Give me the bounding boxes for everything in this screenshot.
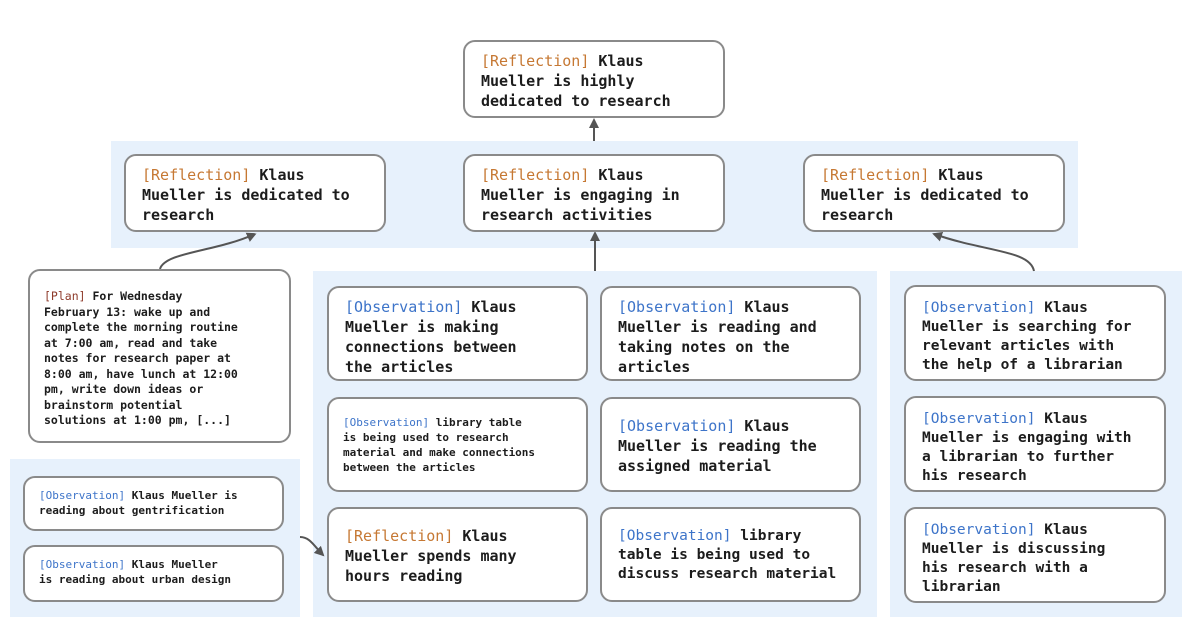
observation-reading-notes-node: [Observation] Klaus Mueller is reading a… — [600, 286, 861, 381]
node-text: Klaus Mueller is engaging in research ac… — [481, 166, 680, 224]
observation-engaging-librarian-node: [Observation] Klaus Mueller is engaging … — [904, 396, 1166, 492]
node-tag: [Reflection] — [345, 527, 454, 545]
node-text: Klaus Mueller is reading the assigned ma… — [618, 417, 817, 475]
node-text: Klaus Mueller is reading about gentrific… — [39, 489, 238, 517]
node-tag: [Observation] — [39, 489, 126, 502]
node-tag: [Observation] — [39, 558, 126, 571]
arrow-left-panel-to-center — [299, 536, 325, 557]
arrow-right-panel-to-mid-right — [932, 231, 1035, 272]
reflection-hours-reading-node: [Reflection] Klaus Mueller spends many h… — [327, 507, 588, 602]
observation-searching-articles-node: [Observation] Klaus Mueller is searching… — [904, 285, 1166, 381]
node-text: Klaus Mueller is discussing his research… — [922, 522, 1106, 595]
node-tag: [Observation] — [922, 411, 1036, 427]
observation-library-table-research-node: [Observation] library table is being use… — [327, 397, 588, 492]
node-tag: [Observation] — [618, 298, 736, 316]
node-tag: [Reflection] — [142, 166, 251, 184]
node-text: Klaus Mueller spends many hours reading — [345, 527, 517, 585]
node-tag: [Observation] — [343, 416, 430, 429]
node-tag: [Observation] — [922, 300, 1036, 316]
observation-gentrification-node: [Observation] Klaus Mueller is reading a… — [23, 476, 284, 531]
node-tag: [Reflection] — [481, 52, 590, 70]
node-tag: [Plan] — [44, 289, 86, 303]
node-tag: [Reflection] — [821, 166, 930, 184]
plan-node: [Plan] For Wednesday February 13: wake u… — [28, 269, 291, 443]
node-tag: [Observation] — [345, 298, 463, 316]
node-tag: [Observation] — [618, 417, 736, 435]
node-text: Klaus Mueller is searching for relevant … — [922, 300, 1132, 373]
observation-urban-design-node: [Observation] Klaus Mueller is reading a… — [23, 545, 284, 602]
observation-discussing-research-node: [Observation] Klaus Mueller is discussin… — [904, 507, 1166, 603]
node-tag: [Observation] — [922, 522, 1036, 538]
node-text: library table is being used to research … — [343, 416, 536, 474]
top-reflection-node: [Reflection] Klaus Mueller is highly ded… — [463, 40, 725, 118]
mid-left-reflection-node: [Reflection] Klaus Mueller is dedicated … — [124, 154, 386, 232]
node-text: Klaus Mueller is reading about urban des… — [39, 558, 232, 586]
node-tag: [Reflection] — [481, 166, 590, 184]
observation-making-connections-node: [Observation] Klaus Mueller is making co… — [327, 286, 588, 381]
observation-library-table-discuss-node: [Observation] library table is being use… — [600, 507, 861, 602]
arrow-plan-to-mid-left — [159, 232, 257, 270]
node-text: Klaus Mueller is dedicated to research — [142, 166, 350, 224]
node-text: library table is being used to discuss r… — [618, 528, 837, 582]
mid-center-reflection-node: [Reflection] Klaus Mueller is engaging i… — [463, 154, 725, 232]
node-text: For Wednesday February 13: wake up and c… — [44, 289, 238, 427]
node-text: Klaus Mueller is reading and taking note… — [618, 298, 817, 376]
observation-assigned-material-node: [Observation] Klaus Mueller is reading t… — [600, 397, 861, 492]
node-tag: [Observation] — [618, 528, 732, 544]
node-text: Klaus Mueller is engaging with a librari… — [922, 411, 1132, 484]
node-text: Klaus Mueller is dedicated to research — [821, 166, 1029, 224]
mid-right-reflection-node: [Reflection] Klaus Mueller is dedicated … — [803, 154, 1065, 232]
node-text: Klaus Mueller is highly dedicated to res… — [481, 52, 671, 110]
node-text: Klaus Mueller is making connections betw… — [345, 298, 517, 376]
